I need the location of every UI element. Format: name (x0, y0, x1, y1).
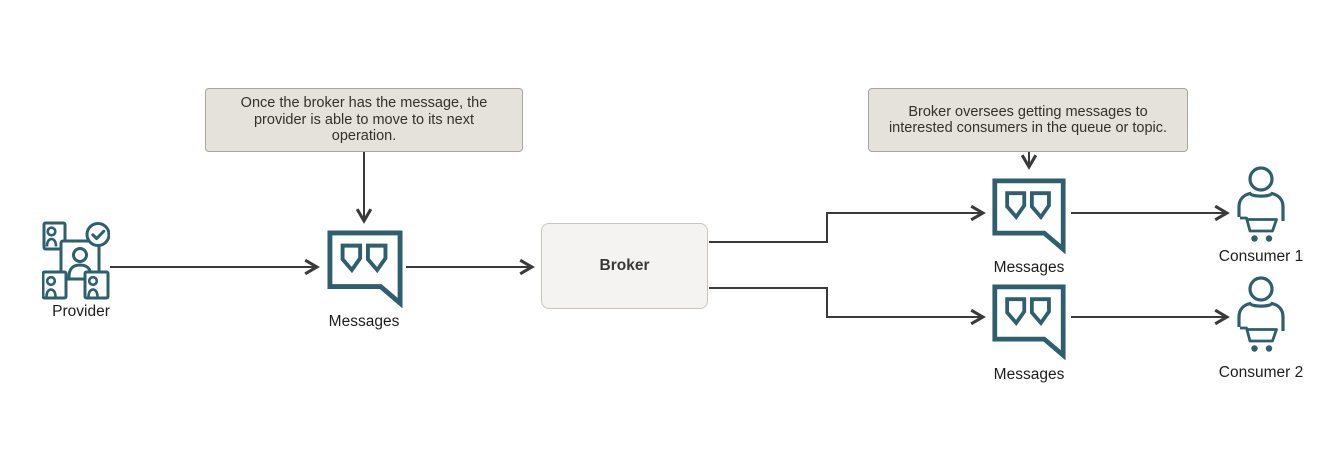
provider-label: Provider (52, 303, 110, 320)
provider-group-check-icon (42, 221, 110, 300)
messages-icon (992, 178, 1066, 254)
callout-broker-note-text: Broker oversees getting messages to inte… (888, 103, 1168, 137)
callout-provider-note: Once the broker has the message, the pro… (205, 88, 523, 152)
messages2-label: Messages (993, 259, 1065, 276)
edge-broker-to-messages3 (709, 287, 986, 326)
consumer1-label: Consumer 1 (1218, 248, 1304, 265)
consumer-cart-icon (1237, 276, 1285, 352)
consumer-cart-icon (1237, 166, 1285, 242)
messages1-label: Messages (328, 313, 400, 330)
callout-provider-note-text: Once the broker has the message, the pro… (240, 95, 488, 145)
messages-icon (992, 284, 1066, 360)
broker-node: Broker (541, 223, 708, 309)
callout-broker-note: Broker oversees getting messages to inte… (868, 88, 1188, 152)
consumer2-label: Consumer 2 (1218, 364, 1304, 381)
edge-broker-to-messages2 (709, 204, 986, 243)
broker-label: Broker (599, 257, 650, 274)
messages3-label: Messages (993, 366, 1065, 383)
messages-icon (327, 230, 403, 308)
